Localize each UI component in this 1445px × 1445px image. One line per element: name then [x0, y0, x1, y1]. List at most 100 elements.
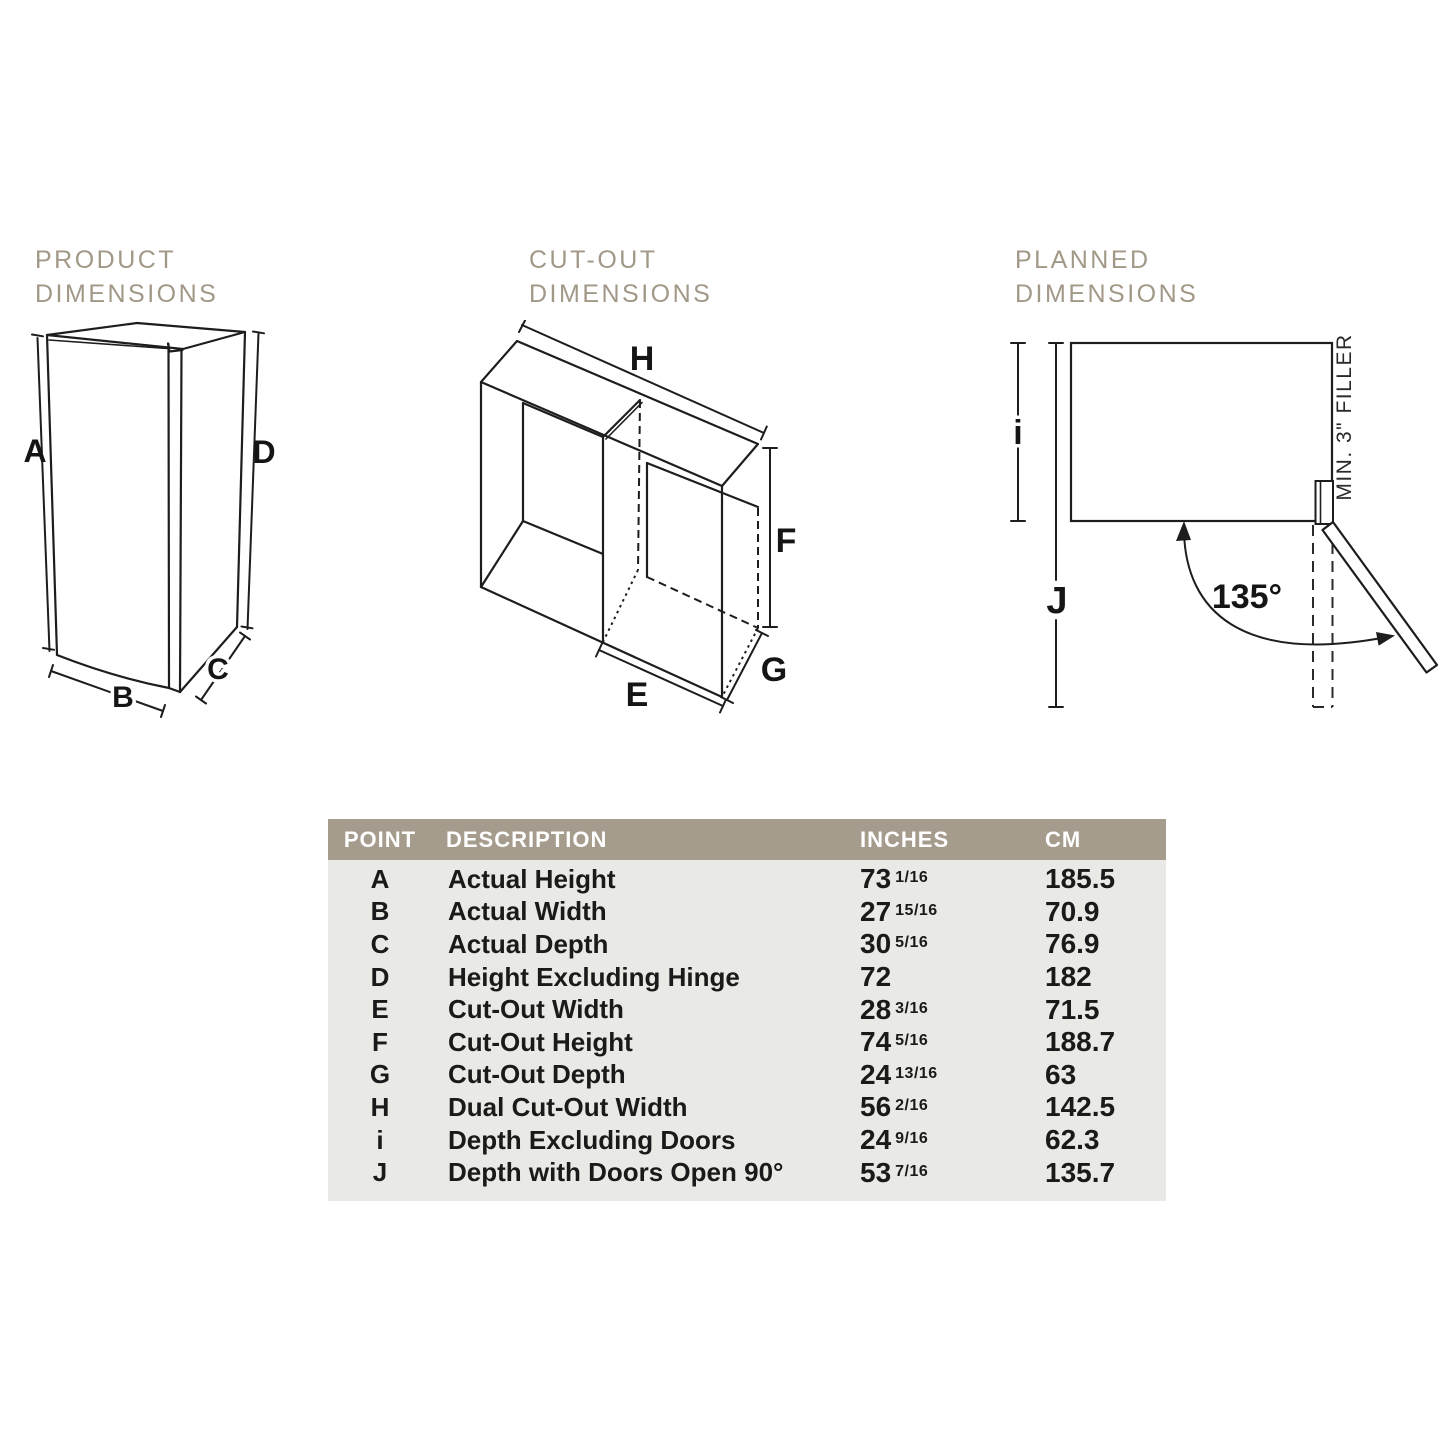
cell-description: Depth with Doors Open 90° — [448, 1157, 784, 1188]
arc-arrowhead-right — [1376, 632, 1395, 646]
header-point: POINT — [343, 826, 417, 852]
table-row: D Height Excluding Hinge 72 182 — [328, 961, 1166, 994]
cell-description: Actual Height — [448, 863, 616, 894]
cell-description: Cut-Out Width — [448, 994, 624, 1025]
label-E: E — [626, 676, 649, 714]
inches-fraction: 5/16 — [895, 934, 929, 952]
heading-line1: CUT-OUT — [529, 246, 658, 274]
cell-cm: 188.7 — [1045, 1026, 1116, 1058]
inches-fraction: 9/16 — [895, 1130, 929, 1148]
inches-whole: 73 — [860, 863, 892, 895]
inches-whole: 53 — [860, 1156, 892, 1188]
cell-point: H — [370, 1091, 390, 1122]
dim-line-a — [36, 337, 51, 652]
inches-whole: 24 — [860, 1058, 892, 1090]
heading-line2: DIMENSIONS — [35, 280, 219, 308]
cell-description: Height Excluding Hinge — [448, 961, 740, 992]
planned-drawing: i J 135° MIN. 3" FILLER — [1010, 333, 1439, 708]
header-cm: CM — [1045, 826, 1082, 852]
cutout-dimensions-diagram: H F E G — [460, 319, 805, 745]
inches-fraction: 7/16 — [895, 1162, 929, 1180]
product-dimensions-diagram: A D B C — [20, 300, 300, 735]
dim-line-h — [521, 324, 765, 434]
inches-fraction: 1/16 — [895, 869, 929, 887]
heading-line1: PRODUCT — [35, 246, 177, 274]
angle-135-label: 135° — [1212, 578, 1282, 616]
filler-block — [1314, 480, 1334, 525]
cell-cm: 71.5 — [1045, 993, 1100, 1025]
label-G: G — [761, 651, 787, 689]
inches-fraction: 15/16 — [895, 901, 938, 919]
label-F: F — [776, 522, 797, 560]
dim-line-d — [246, 332, 260, 630]
cell-description: Actual Width — [448, 896, 607, 927]
cell-description: Actual Depth — [448, 928, 609, 959]
product-dimensions-heading: PRODUCT DIMENSIONS — [35, 243, 218, 311]
inches-whole: 28 — [860, 993, 892, 1025]
cell-cm: 62.3 — [1045, 1124, 1100, 1156]
cell-cm: 135.7 — [1045, 1156, 1116, 1188]
cell-cm: 185.5 — [1045, 863, 1116, 895]
cell-cm: 182 — [1045, 961, 1092, 993]
label-B: B — [112, 681, 134, 714]
cell-cm: 63 — [1045, 1058, 1077, 1090]
cell-description: Dual Cut-Out Width — [448, 1091, 688, 1122]
label-H: H — [630, 340, 655, 378]
cell-point: G — [369, 1059, 391, 1090]
cell-description: Cut-Out Depth — [448, 1059, 626, 1090]
heading-line1: PLANNED — [1015, 246, 1151, 274]
label-A: A — [23, 433, 46, 469]
dim-line-c — [200, 635, 246, 701]
inches-fraction: 13/16 — [895, 1064, 938, 1082]
label-D: D — [252, 434, 275, 470]
heading-line2: DIMENSIONS — [1015, 280, 1199, 308]
label-J: J — [1046, 580, 1067, 622]
cell-point: C — [370, 928, 390, 959]
inches-fraction: 2/16 — [895, 1097, 929, 1115]
cell-point: i — [376, 1124, 384, 1155]
cabinet-footprint — [1069, 341, 1334, 523]
table-header-row: POINT DESCRIPTION INCHES CM — [328, 819, 1166, 860]
cell-inches: 72 — [860, 961, 1045, 993]
cell-description: Depth Excluding Doors — [448, 1124, 736, 1155]
inches-fraction: 3/16 — [895, 999, 929, 1017]
planned-dimensions-diagram: i J 135° MIN. 3" FILLER — [1000, 320, 1445, 745]
dim-line-e — [598, 649, 724, 707]
cell-description: Cut-Out Height — [448, 1026, 633, 1057]
inches-whole: 56 — [860, 1091, 892, 1123]
planned-dimensions-heading: PLANNED DIMENSIONS — [1015, 243, 1198, 311]
cell-point: A — [370, 863, 390, 894]
cell-point: F — [372, 1026, 388, 1057]
cell-point: D — [370, 961, 390, 992]
dim-line-b — [50, 670, 164, 712]
dim-line-g — [726, 632, 763, 701]
cell-point: E — [371, 994, 389, 1025]
header-inches: INCHES — [860, 826, 950, 852]
label-i: i — [1013, 414, 1022, 452]
cell-point: B — [370, 896, 390, 927]
product-cabinet-drawing: A D B C — [23, 321, 276, 718]
inches-whole: 24 — [860, 1124, 892, 1156]
inches-whole: 72 — [860, 961, 892, 993]
cell-cm: 142.5 — [1045, 1091, 1116, 1123]
door-swing-arc — [1183, 531, 1388, 646]
label-C: C — [207, 653, 229, 686]
